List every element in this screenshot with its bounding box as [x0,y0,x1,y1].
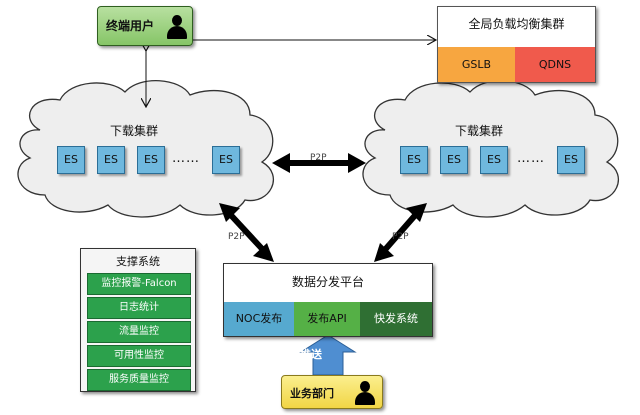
gslb-cell: GSLB [438,47,515,82]
cluster-link-label: P2P [310,153,327,163]
distribution-platform-box: 数据分发平台 NOC发布 发布API 快发系统 [223,263,433,337]
left-cluster-label: 下载集群 [110,124,159,138]
publish-api-segment: 发布API [294,302,360,336]
user-icon [166,14,188,40]
support-title: 支撑系统 [116,255,160,268]
user-icon [354,380,376,406]
push-label: 推送 [300,348,322,361]
noc-publish-segment: NOC发布 [224,302,294,336]
support-item-availability: 可用性监控 [87,345,191,367]
qdns-cell: QDNS [515,47,595,82]
business-dept-label: 业务部门 [290,387,334,400]
gslb-group-box: 全局负载均衡集群 GSLB QDNS [437,6,596,83]
left-p2p-arrow [219,203,274,262]
platform-title: 数据分发平台 [291,275,364,289]
end-user-box: 终端用户 [97,6,193,46]
cluster-p2p-arrow [272,153,366,173]
node-ellipsis: …… [517,151,545,166]
business-dept-box: 业务部门 [281,375,383,409]
es-node: ES [557,146,585,174]
support-systems-box: 支撑系统 监控报警-Falcon 日志统计 流量监控 可用性监控 服务质量监控 [80,248,196,392]
es-node: ES [212,146,240,174]
end-user-label: 终端用户 [106,19,155,33]
es-node: ES [57,146,85,174]
fast-publish-segment: 快发系统 [360,302,432,336]
es-node: ES [440,146,468,174]
es-node: ES [97,146,125,174]
right-cluster-label: 下载集群 [455,124,504,138]
right-link-label: P2P [392,232,409,242]
support-item-logs: 日志统计 [87,297,191,319]
right-p2p-arrow [374,203,427,262]
es-node: ES [480,146,508,174]
es-node: ES [137,146,165,174]
es-node: ES [400,146,428,174]
support-item-falcon: 监控报警-Falcon [87,273,191,295]
support-item-qos: 服务质量监控 [87,369,191,391]
node-ellipsis: …… [172,151,200,166]
gslb-group-title: 全局负载均衡集群 [468,17,565,31]
support-item-traffic: 流量监控 [87,321,191,343]
left-link-label: P2P [228,232,245,242]
